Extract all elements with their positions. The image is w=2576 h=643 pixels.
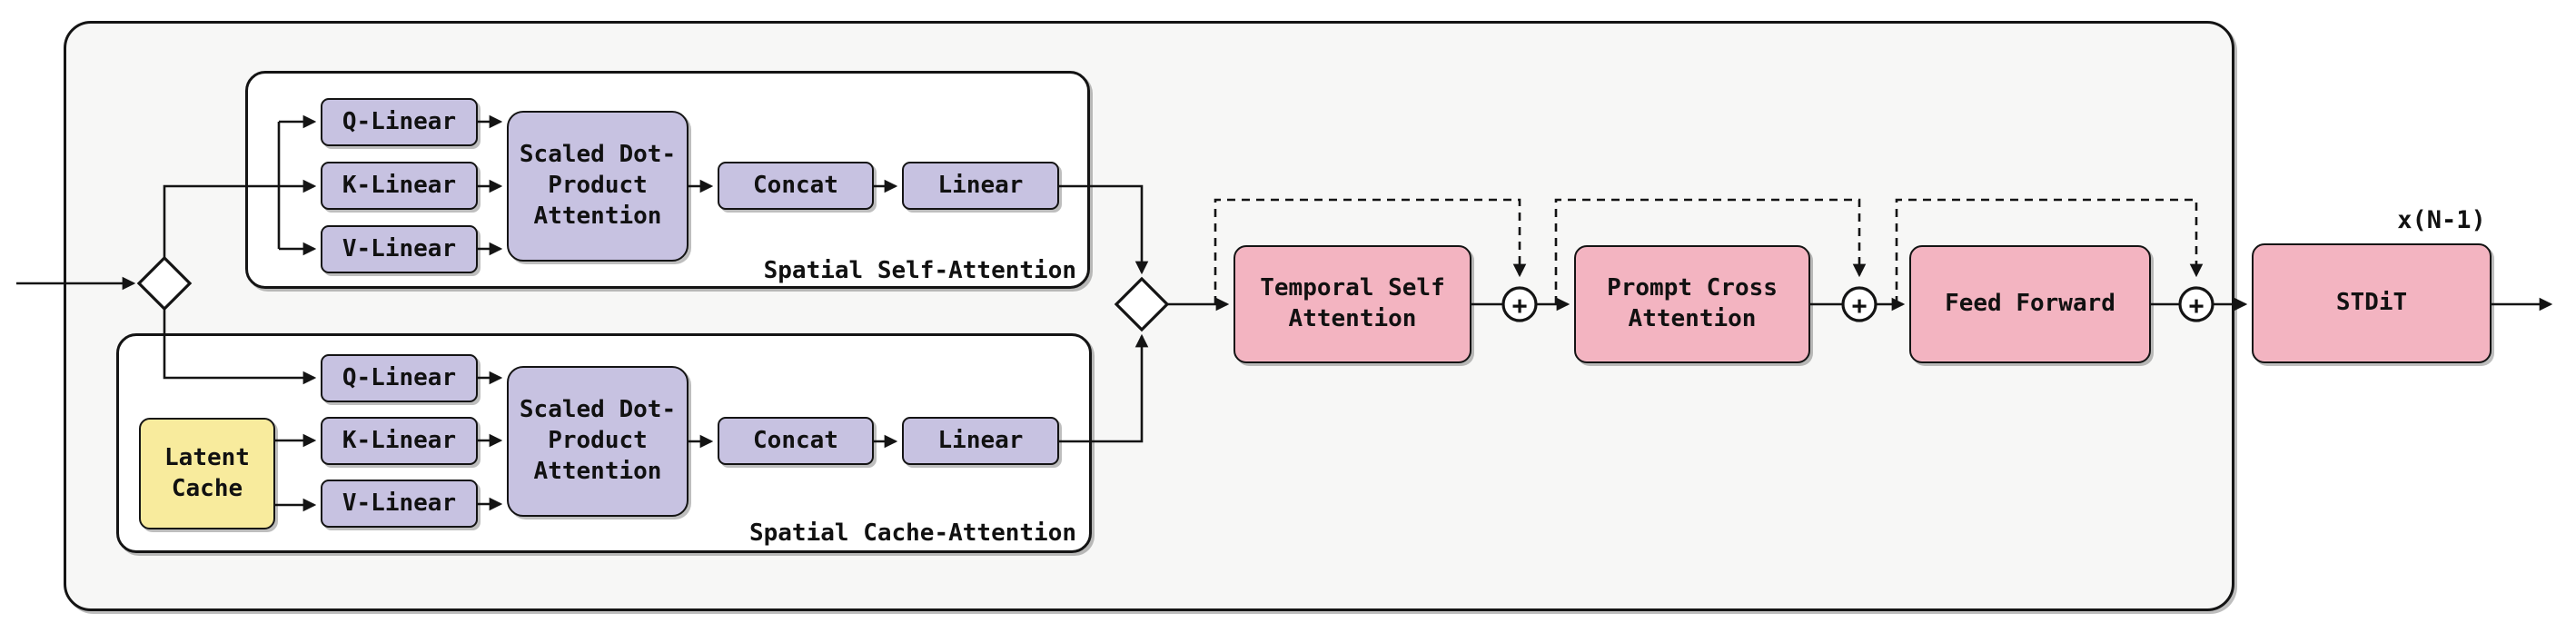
scaled-dot-product-attention-box-cache: Scaled Dot-Product Attention	[507, 366, 689, 517]
q-linear-box-cache: Q-Linear	[321, 354, 478, 402]
spatial-cache-attention-title: Spatial Cache-Attention	[748, 519, 1076, 547]
linear-box-self: Linear	[902, 162, 1059, 210]
temporal-self-attention-box: Temporal Self Attention	[1234, 245, 1471, 363]
v-linear-box-cache: V-Linear	[321, 480, 478, 528]
linear-box-cache: Linear	[902, 417, 1059, 465]
concat-box-self: Concat	[718, 162, 874, 210]
q-linear-box-self: Q-Linear	[321, 98, 478, 146]
k-linear-box-cache: K-Linear	[321, 417, 478, 465]
prompt-cross-attention-box: Prompt Cross Attention	[1574, 245, 1810, 363]
spatial-self-attention-title: Spatial Self-Attention	[763, 257, 1076, 284]
feed-forward-box: Feed Forward	[1909, 245, 2151, 363]
repeat-count-label: x(N-1)	[2397, 205, 2486, 234]
concat-box-cache: Concat	[718, 417, 874, 465]
latent-cache-box: Latent Cache	[139, 418, 275, 529]
k-linear-box-self: K-Linear	[321, 162, 478, 210]
v-linear-box-self: V-Linear	[321, 225, 478, 273]
scaled-dot-product-attention-box-self: Scaled Dot-Product Attention	[507, 111, 689, 262]
stdit-box: STDiT	[2252, 243, 2492, 363]
